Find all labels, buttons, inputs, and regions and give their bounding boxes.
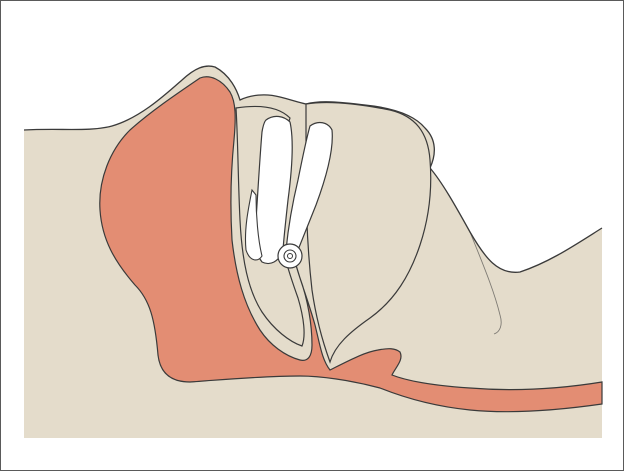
mandibular-advancement-device-icon <box>278 244 302 268</box>
